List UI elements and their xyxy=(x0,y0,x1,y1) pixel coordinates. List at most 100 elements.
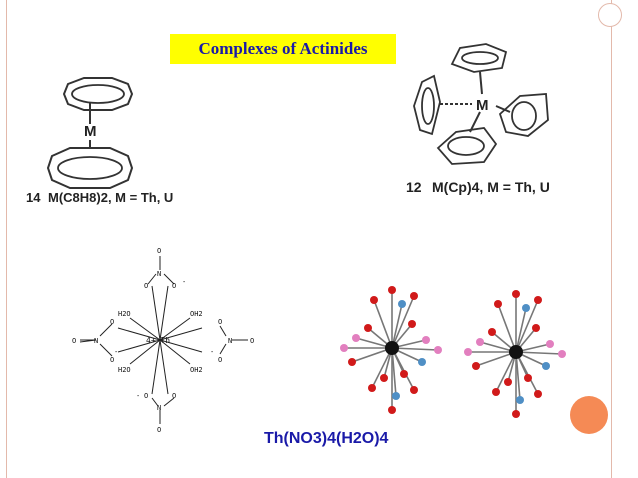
ligand-oh2-1: OH2 xyxy=(190,310,203,318)
atom-ball xyxy=(534,296,542,304)
bond-line xyxy=(497,303,517,353)
charge-label: - xyxy=(136,392,140,400)
atom-ball xyxy=(476,338,484,346)
atom-label: O xyxy=(172,392,176,400)
atom-ball xyxy=(504,378,512,386)
atom-ball xyxy=(464,348,472,356)
cot-ring-bottom xyxy=(46,147,134,189)
caption-text: Th(NO3)4(H2O)4 xyxy=(264,430,389,447)
atom-label: O xyxy=(72,337,76,345)
atom-ball xyxy=(516,396,524,404)
right-frame-line xyxy=(611,0,612,478)
thorium-atom xyxy=(509,345,523,359)
atom-ball xyxy=(534,390,542,398)
atom-ball xyxy=(340,344,348,352)
atom-label: O xyxy=(110,318,114,326)
nitrate-bonds xyxy=(79,256,248,424)
atom-label: O xyxy=(144,282,148,290)
cp-caption-formula: M(Cp)4, M = Th, U xyxy=(432,179,550,195)
atom-ball xyxy=(368,384,376,392)
atom-label: N xyxy=(157,404,161,412)
charge-label: - xyxy=(182,278,186,286)
cp-metal-label: M xyxy=(476,97,489,114)
cp-caption-number: 12 xyxy=(406,179,422,195)
atom-ball xyxy=(380,374,388,382)
atom-ball xyxy=(542,362,550,370)
atom-ball xyxy=(370,296,378,304)
atom-ball xyxy=(410,386,418,394)
bond-line xyxy=(515,299,539,353)
left-frame-line xyxy=(6,0,7,478)
thorium-atom xyxy=(385,341,399,355)
charge-label: - xyxy=(114,348,118,356)
cp-ring-bottom xyxy=(436,127,498,165)
cp-complex-diagram: M 12 M(Cp)4, M = Th, U xyxy=(406,43,550,195)
sandwich-metal-label: M xyxy=(84,123,97,140)
atom-ball xyxy=(408,320,416,328)
ligand-h2o-1: H2O xyxy=(118,310,131,318)
ligand-oh2-2: OH2 xyxy=(190,366,203,374)
cp-ring-right xyxy=(498,93,549,137)
cp-ring-top xyxy=(450,43,508,73)
bond-line xyxy=(515,351,539,395)
atom-ball xyxy=(388,286,396,294)
bond-line xyxy=(391,303,403,349)
bottom-decor-circle xyxy=(570,396,608,434)
ligand-h2o-2: H2O xyxy=(118,366,131,374)
atom-label: O xyxy=(172,282,176,290)
atom-label: O xyxy=(157,426,161,434)
atom-ball xyxy=(522,304,530,312)
thorium-nitrate-structure: 4+ Th H2O OH2 H2O OH2 O N O O O N O O O … xyxy=(72,247,254,434)
sandwich-caption-formula: M(C8H8)2, M = Th, U xyxy=(48,190,173,205)
atom-ball xyxy=(492,388,500,396)
atom-ball xyxy=(348,358,356,366)
atom-label: O xyxy=(250,337,254,345)
atom-label: N xyxy=(228,337,232,345)
atom-ball xyxy=(422,336,430,344)
cp-ring-left xyxy=(413,74,441,136)
atom-label: O xyxy=(218,356,222,364)
atom-ball xyxy=(524,374,532,382)
atom-ball xyxy=(434,346,442,354)
atom-ball xyxy=(494,300,502,308)
ball-stick-caption: Th(NO3)4(H2O)4 xyxy=(264,430,388,448)
atom-ball xyxy=(410,292,418,300)
charge-label: - xyxy=(210,348,214,356)
sandwich-caption-number: 14 xyxy=(26,190,41,205)
bond-line xyxy=(515,307,527,353)
atom-ball xyxy=(472,362,480,370)
atom-ball xyxy=(546,340,554,348)
bond-line xyxy=(391,347,439,351)
bond-line xyxy=(391,295,415,349)
atom-ball xyxy=(392,392,400,400)
atom-label: O xyxy=(157,247,161,255)
atom-ball xyxy=(512,290,520,298)
top-decor-circle xyxy=(598,3,622,27)
bond-line xyxy=(495,351,517,393)
atom-label: O xyxy=(144,392,148,400)
atom-label: N xyxy=(94,337,98,345)
bond-line xyxy=(373,299,393,349)
atom-label: O xyxy=(218,318,222,326)
bond-line xyxy=(515,351,563,355)
bond-line xyxy=(391,347,415,391)
atom-label: O xyxy=(110,356,114,364)
sandwich-complex-diagram: M 14 M(C8H8)2, M = Th, U xyxy=(26,77,173,205)
slide-title: Complexes of Actinides xyxy=(170,34,396,64)
atom-ball xyxy=(364,324,372,332)
atom-ball xyxy=(558,350,566,358)
atom-ball xyxy=(418,358,426,366)
atom-ball xyxy=(532,324,540,332)
th-center-label: 4+ Th xyxy=(146,336,170,345)
atom-ball xyxy=(352,334,360,342)
atom-ball xyxy=(400,370,408,378)
atom-ball xyxy=(488,328,496,336)
cot-ring-top xyxy=(62,77,134,111)
bond-line xyxy=(371,347,393,389)
bond-line xyxy=(475,351,517,367)
ball-and-stick-models xyxy=(340,286,566,418)
atom-label: N xyxy=(157,270,161,278)
bond-line xyxy=(351,347,393,363)
atom-ball xyxy=(398,300,406,308)
